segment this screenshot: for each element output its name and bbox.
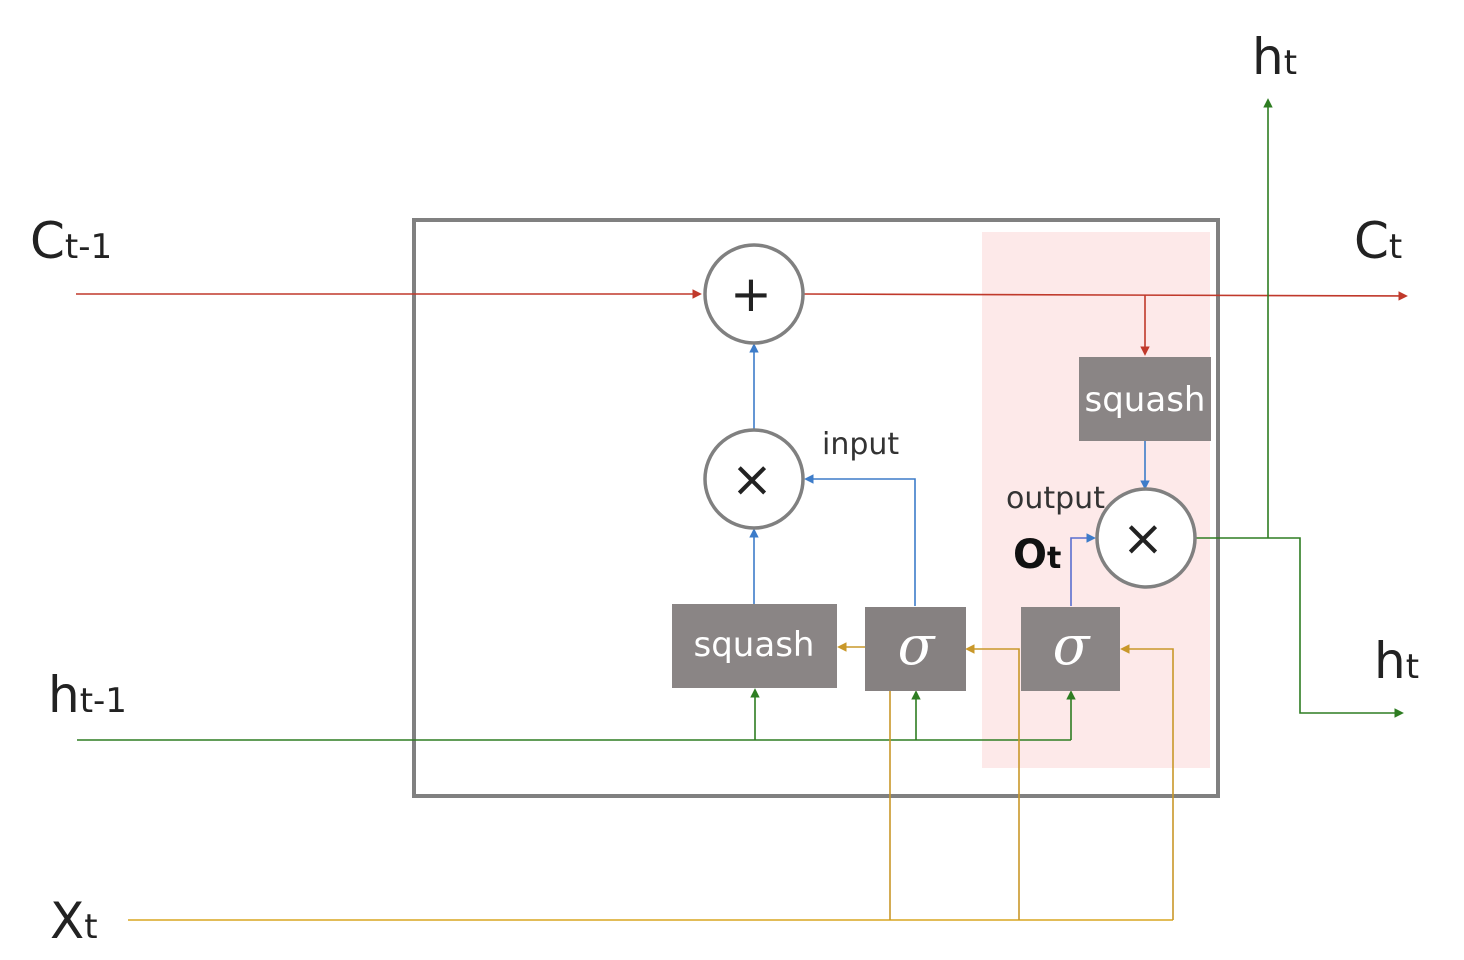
squash-output-label: squash	[1085, 380, 1206, 420]
sigma-output-box	[1021, 607, 1120, 691]
squash-candidate-label: squash	[694, 625, 815, 665]
output-gate-label: output	[1006, 481, 1105, 516]
cell-state-out-line	[802, 291, 1408, 301]
mul-output-node	[1095, 487, 1197, 589]
c-next-label: Ct	[1354, 212, 1402, 270]
add-node	[703, 243, 805, 345]
squash-candidate-box	[672, 604, 837, 688]
squash-output-box	[1079, 357, 1211, 441]
output-gate-signal-line	[1070, 533, 1096, 606]
sigma-output-label: σ	[1053, 614, 1092, 677]
h-prev-label: ht-1	[48, 666, 127, 724]
x-to-sigma-output-line	[1120, 644, 1174, 920]
c-prev-label: Ct-1	[30, 212, 112, 270]
mul-input-symbol: ×	[731, 450, 773, 508]
add-symbol: +	[730, 265, 772, 323]
input-gate-signal-line	[804, 474, 916, 606]
h-top-label: ht	[1252, 28, 1297, 86]
x-in-label: Xt	[50, 892, 98, 950]
sigma-input-label: σ	[898, 614, 937, 677]
input-gate-label: input	[822, 427, 899, 462]
h-right-label: ht	[1374, 632, 1419, 690]
mul-output-symbol: ×	[1122, 509, 1164, 567]
h-out-branch-line	[1196, 537, 1404, 718]
sigma-input-box	[865, 607, 966, 691]
o-t-label: Ot	[1013, 532, 1061, 578]
x-to-sigma-input-line	[965, 644, 1020, 920]
lstm-cell-border	[412, 218, 1220, 798]
mul-input-node	[703, 428, 805, 530]
